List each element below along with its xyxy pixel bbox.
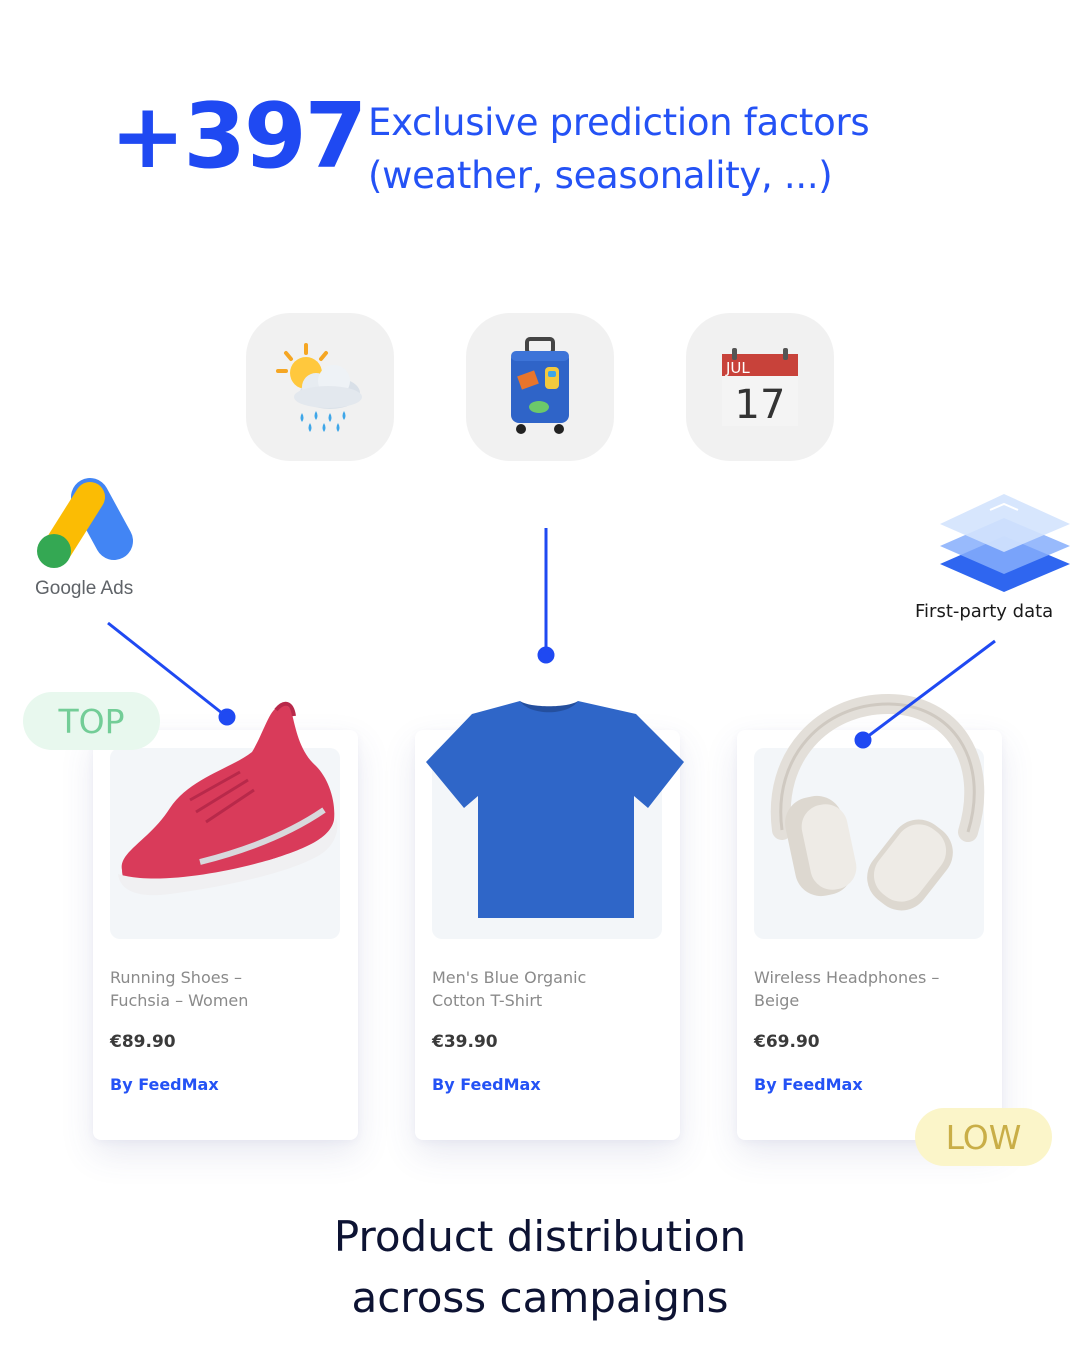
product-card-headphones[interactable]: Wireless Headphones – Beige €69.90 By Fe… xyxy=(737,730,1002,1140)
product-name-line2: Cotton T-Shirt xyxy=(432,991,543,1010)
low-badge: LOW xyxy=(915,1108,1052,1166)
product-price: €39.90 xyxy=(432,1032,498,1052)
product-name-line1: Wireless Headphones – xyxy=(754,968,940,987)
product-name: Wireless Headphones – Beige xyxy=(754,966,974,1012)
product-price: €69.90 xyxy=(754,1032,820,1052)
stat-description-line1: Exclusive prediction factors xyxy=(368,101,870,144)
product-image-box xyxy=(754,748,984,939)
luggage-tile xyxy=(466,313,614,461)
product-name-line1: Running Shoes – xyxy=(110,968,242,987)
connector-lines xyxy=(107,528,996,749)
product-name: Running Shoes – Fuchsia – Women xyxy=(110,966,330,1012)
weather-icon xyxy=(276,343,362,432)
product-name-line2: Fuchsia – Women xyxy=(110,991,249,1010)
product-name-line1: Men's Blue Organic xyxy=(432,968,587,987)
caption-line1: Product distribution xyxy=(333,1212,747,1261)
product-card-tshirt[interactable]: Men's Blue Organic Cotton T-Shirt €39.90… xyxy=(415,730,680,1140)
luggage-icon xyxy=(511,337,569,434)
google-ads-logo-icon xyxy=(37,478,133,568)
product-vendor-link[interactable]: By FeedMax xyxy=(110,1075,219,1094)
calendar-day: 17 xyxy=(735,382,786,428)
product-vendor-link[interactable]: By FeedMax xyxy=(754,1075,863,1094)
stat-description: Exclusive prediction factors (weather, s… xyxy=(368,96,1008,202)
product-price: €89.90 xyxy=(110,1032,176,1052)
stat-description-line2: (weather, seasonality, ...) xyxy=(368,154,833,197)
caption: Product distribution across campaigns xyxy=(0,1206,1080,1328)
calendar-icon: JUL 17 xyxy=(722,348,798,428)
product-name-line2: Beige xyxy=(754,991,800,1010)
stat-number: +397 xyxy=(110,84,367,189)
google-ads-label: Google Ads xyxy=(35,578,134,599)
product-image-box xyxy=(110,748,340,939)
weather-tile xyxy=(246,313,394,461)
layers-icon xyxy=(940,494,1070,592)
product-card-shoes[interactable]: Running Shoes – Fuchsia – Women €89.90 B… xyxy=(93,730,358,1140)
calendar-tile: JUL 17 xyxy=(686,313,834,461)
product-vendor-link[interactable]: By FeedMax xyxy=(432,1075,541,1094)
first-party-data-label: First-party data xyxy=(915,601,1054,622)
product-name: Men's Blue Organic Cotton T-Shirt xyxy=(432,966,652,1012)
product-image-box xyxy=(432,748,662,939)
caption-line2: across campaigns xyxy=(351,1273,729,1322)
calendar-month: JUL xyxy=(725,359,750,377)
top-badge: TOP xyxy=(23,692,160,750)
